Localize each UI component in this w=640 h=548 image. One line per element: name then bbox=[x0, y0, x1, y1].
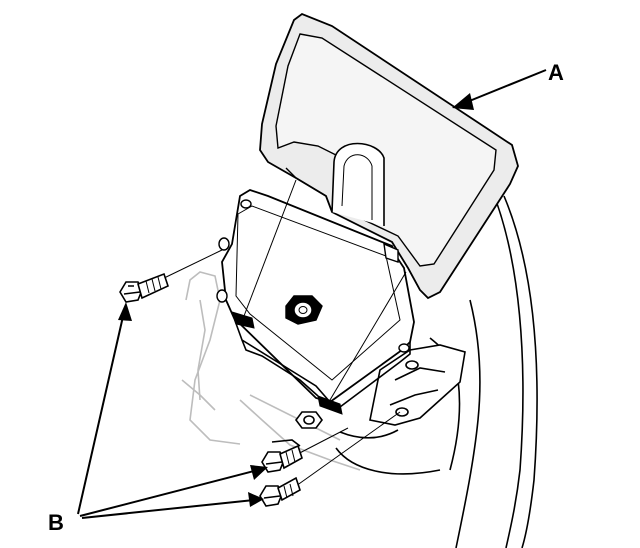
arrowhead-b-3 bbox=[248, 492, 264, 507]
unit-corner-hole-3 bbox=[216, 289, 228, 303]
unit-side bbox=[233, 317, 331, 403]
arrowhead-b-1 bbox=[118, 302, 132, 321]
cover-a bbox=[259, 12, 519, 300]
leader-a bbox=[461, 69, 547, 105]
alignment-lines bbox=[159, 179, 407, 487]
bolt-b-upper bbox=[119, 272, 169, 303]
unit-connector-left bbox=[231, 311, 255, 329]
leader-b-3 bbox=[81, 499, 255, 519]
leader-b-2 bbox=[79, 469, 259, 517]
cover-a-slot bbox=[331, 142, 385, 226]
bolt-b-middle bbox=[261, 444, 303, 473]
callout-label-b: B bbox=[48, 510, 64, 535]
mounting-bracket bbox=[335, 344, 466, 475]
unit-connector-right bbox=[317, 395, 343, 415]
bolt-b-lower bbox=[259, 476, 301, 507]
unit-tab-top bbox=[383, 242, 399, 263]
unit-corner-hole-2 bbox=[218, 237, 230, 251]
arrowheads bbox=[118, 93, 474, 507]
control-unit bbox=[216, 189, 415, 415]
unit-corner-hole-1 bbox=[240, 199, 252, 209]
unit-bottom-edge bbox=[241, 339, 319, 397]
leader-b-1 bbox=[77, 311, 125, 515]
unit-corner-hole-4 bbox=[398, 343, 410, 353]
cover-a-slot-edge bbox=[341, 154, 373, 220]
arrowhead-a bbox=[452, 93, 474, 110]
mounting-nut bbox=[271, 411, 323, 447]
unit-inner-plane bbox=[235, 205, 401, 381]
leader-lines bbox=[77, 69, 547, 519]
callout-label-a: A bbox=[548, 60, 564, 85]
arrowhead-b-2 bbox=[250, 465, 268, 480]
unit-right-edge bbox=[335, 342, 411, 411]
cover-a-lip bbox=[285, 167, 421, 291]
background-structure bbox=[181, 271, 361, 471]
unit-center-fitting bbox=[285, 295, 323, 325]
